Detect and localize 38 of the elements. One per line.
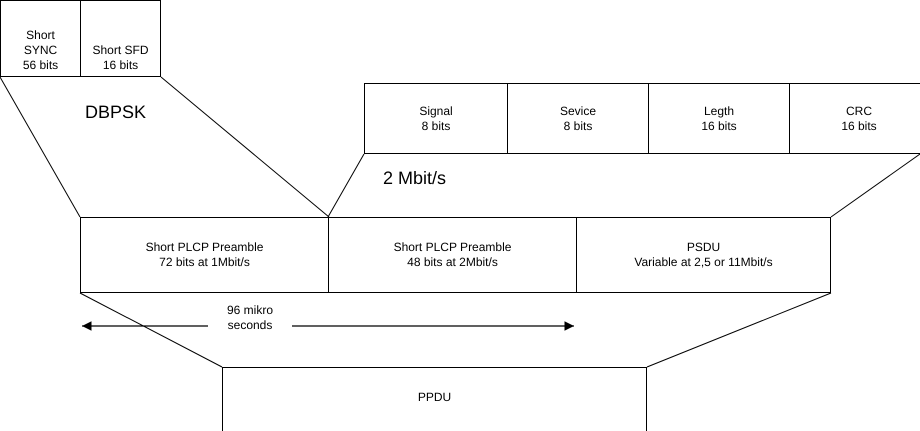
expansion-line [328,154,364,218]
field-label: CRC [846,104,872,118]
note-label: 2 Mbit/s [383,168,448,189]
field-label: Signal [419,104,453,118]
field-label: Variable at 2,5 or 11Mbit/s [634,255,773,270]
field-label: 8 bits [564,118,592,134]
field-label: Short PLCP Preamble [394,240,512,255]
field-label: PPDU [418,390,452,405]
expansion-line [646,292,832,368]
field-label: Short SFD [92,43,148,58]
field-label: Sevice [560,104,596,118]
note-label: DBPSK [85,102,148,123]
field-label: Short SYNC [22,28,58,58]
field-box [222,367,647,431]
field-label: 48 bits at 2Mbit/s [407,255,498,270]
field-label: 8 bits [422,118,450,134]
dimension-label: 96 mikro seconds [226,303,274,333]
field-label: 16 bits [701,118,737,134]
field-box [507,83,649,154]
field-label: PSDU [686,240,720,255]
field-box [789,83,920,154]
expansion-line [160,76,330,218]
field-box [328,217,577,293]
field-label: Legth [704,104,734,118]
field-box [0,0,81,77]
field-label: 16 bits [841,118,877,134]
expansion-line [80,292,222,368]
field-box [80,217,329,293]
field-label: 72 bits at 1Mbit/s [159,255,250,270]
field-box [364,83,508,154]
field-label: Short PLCP Preamble [146,240,264,255]
field-box [576,217,831,293]
field-box [648,83,790,154]
expansion-line [0,76,80,218]
field-box [80,0,161,77]
field-label: 56 bits [22,58,58,73]
expansion-line [830,154,920,218]
field-label: 16 bits [102,58,138,73]
